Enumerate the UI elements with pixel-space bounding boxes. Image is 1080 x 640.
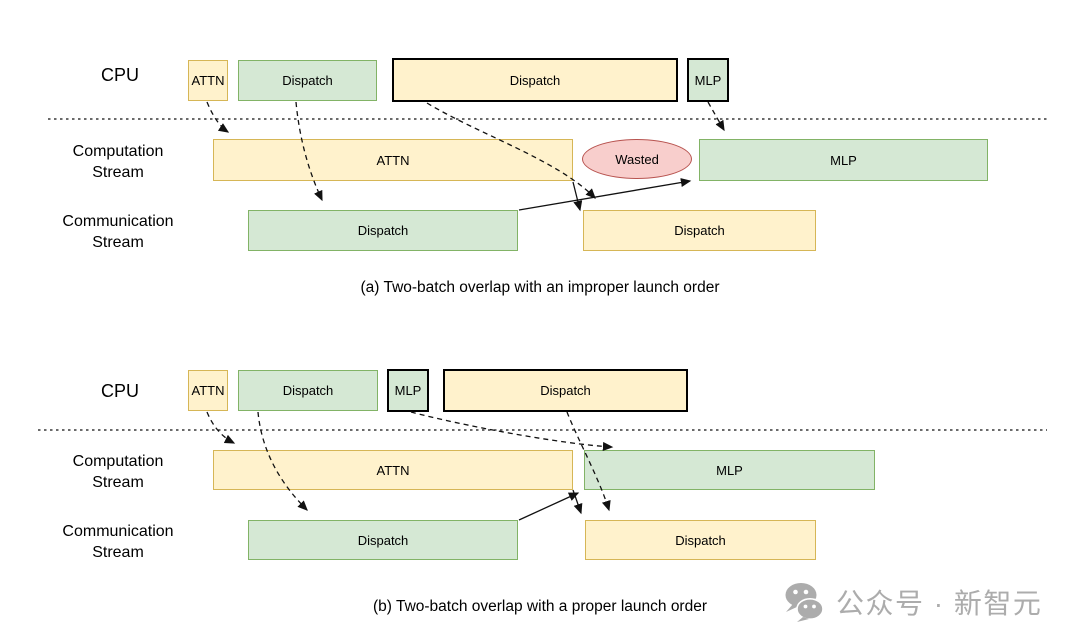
cpu-mlp-box-a: MLP	[687, 58, 729, 102]
watermark: 公众号 · 新智元	[781, 582, 1042, 622]
wechat-icon	[785, 583, 824, 622]
computation-attn-box-a: ATTN	[213, 139, 573, 181]
caption-a: (a) Two-batch overlap with an improper l…	[360, 279, 720, 296]
cpu-attn-box-a: ATTN	[188, 60, 228, 101]
launch-arrow-attn-a	[206, 101, 230, 133]
communication-stream-line1-a: Communication	[62, 213, 174, 230]
computation-mlp-box-b: MLP	[584, 450, 875, 490]
computation-stream-line1-b: Computation	[72, 453, 164, 470]
computation-stream-label-b: Computation Stream	[28, 451, 208, 493]
wasted-ellipse-a: Wasted	[582, 139, 692, 179]
watermark-text: 公众号 · 新智元	[836, 588, 1043, 619]
cpu-dispatch1-box-a: Dispatch	[392, 58, 678, 102]
computation-stream-line2-b: Stream	[92, 474, 144, 491]
dependency-arrow-dispatch0-to-mlp-a	[518, 178, 692, 211]
communication-stream-line2-a: Stream	[92, 234, 144, 251]
cpu-dispatch0-box-a: Dispatch	[238, 60, 377, 101]
cpu-row-label-a: CPU	[100, 65, 139, 85]
communication-stream-line2-b: Stream	[92, 544, 144, 561]
launch-arrow-attn-b	[206, 411, 236, 444]
launch-arrow-mlp-b	[410, 411, 614, 452]
dependency-arrow-dispatch0-to-mlp-b	[518, 492, 580, 521]
dependency-arrow-attn-to-dispatch1-a	[572, 181, 583, 212]
cpu-row-label-b: CPU	[100, 381, 139, 401]
cpu-attn-box-b: ATTN	[188, 370, 228, 411]
communication-dispatch1-box-a: Dispatch	[583, 210, 816, 251]
cpu-dispatch0-box-b: Dispatch	[238, 370, 378, 411]
computation-stream-label-a: Computation Stream	[28, 141, 208, 183]
computation-stream-line2-a: Stream	[92, 164, 144, 181]
dependency-arrow-attn-to-dispatch1-b	[572, 489, 583, 515]
computation-attn-box-b: ATTN	[213, 450, 573, 490]
communication-stream-label-a: Communication Stream	[28, 211, 208, 253]
communication-dispatch0-box-b: Dispatch	[248, 520, 518, 560]
communication-dispatch0-box-a: Dispatch	[248, 210, 518, 251]
caption-b: (b) Two-batch overlap with a proper laun…	[373, 598, 707, 615]
launch-arrow-mlp-a	[707, 101, 725, 132]
communication-stream-line1-b: Communication	[62, 523, 174, 540]
cpu-mlp-box-b: MLP	[387, 369, 429, 412]
communication-stream-label-b: Communication Stream	[28, 521, 208, 563]
communication-dispatch1-box-b: Dispatch	[585, 520, 816, 560]
computation-mlp-box-a: MLP	[699, 139, 988, 181]
computation-stream-line1-a: Computation	[72, 143, 164, 160]
cpu-dispatch1-box-b: Dispatch	[443, 369, 688, 412]
